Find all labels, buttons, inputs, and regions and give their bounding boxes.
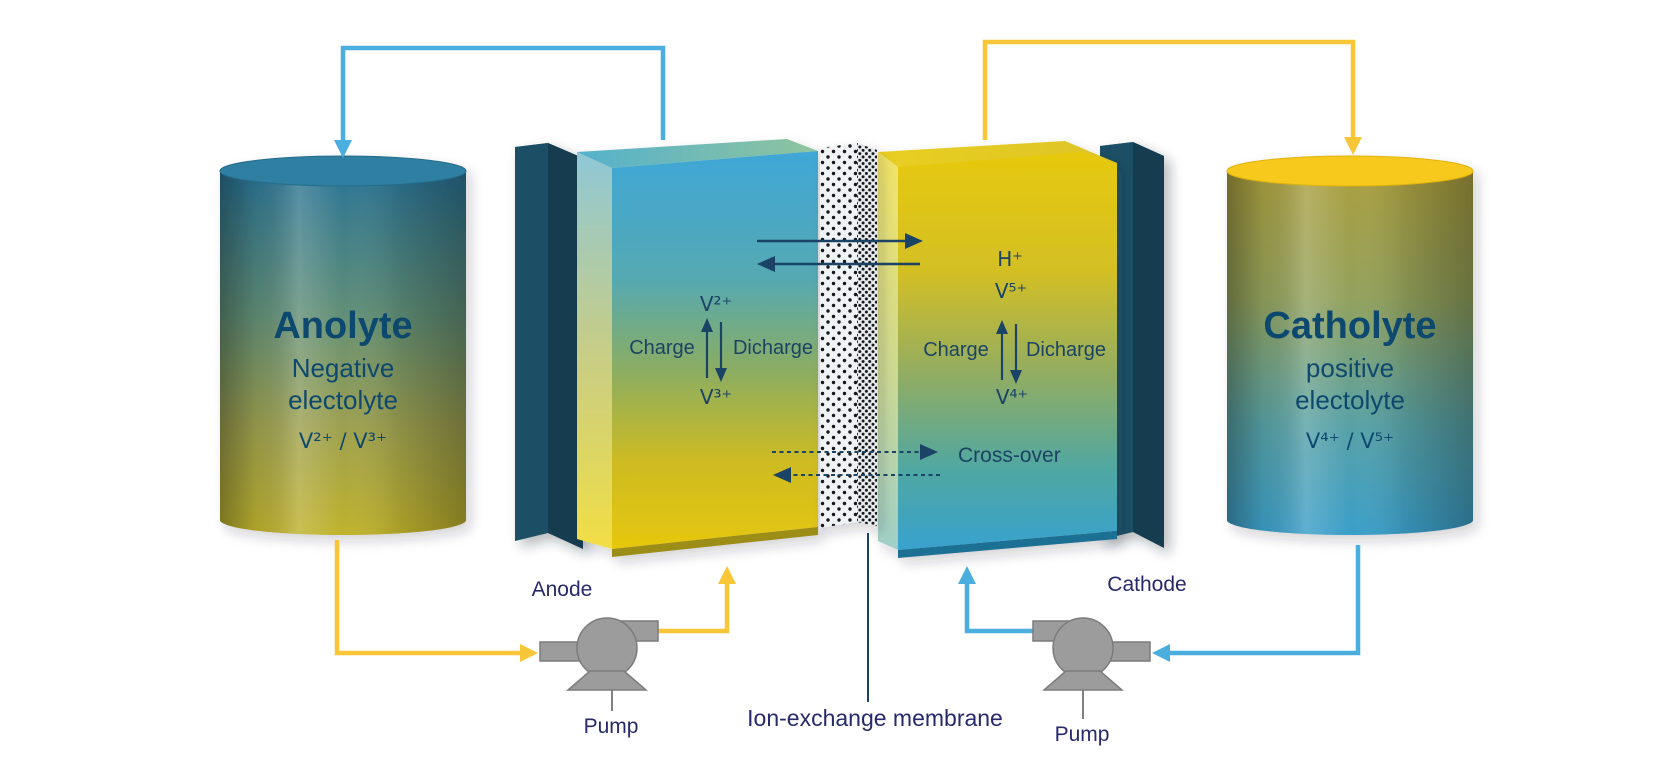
cathode-cell-front-face [898, 152, 1117, 550]
arrowhead-left-icon [773, 467, 791, 483]
anode-half-cell [577, 139, 818, 557]
anolyte-tank-lid [219, 155, 467, 187]
pump-right-body [1052, 617, 1114, 679]
cathode-ion-bottom: V⁴⁺ [996, 385, 1028, 409]
anolyte-subtitle-1: Negative [292, 353, 395, 383]
anolyte-title: Anolyte [273, 305, 412, 347]
ion-exchange-membrane [820, 143, 877, 528]
pipe-yellow-pump-to-cell [658, 580, 730, 634]
cathode-cell-bottom-face [898, 531, 1117, 558]
pipe-blue-cell-to-anolyte [334, 45, 666, 158]
cathode-cell-side-face [878, 152, 898, 550]
cathode-ion-top: V⁵⁺ [995, 279, 1027, 303]
pump-right-base [1041, 670, 1125, 691]
pipe-yellow-bottom-run [334, 540, 522, 656]
anode-plate-front-face [515, 143, 548, 541]
pipe-yellow-cell-to-catholyte [982, 39, 1362, 155]
arrowhead-right-icon [520, 644, 538, 662]
catholyte-title: Catholyte [1263, 305, 1436, 347]
anode-electrode-plate [515, 143, 583, 549]
arrowhead-up-icon [958, 566, 976, 584]
pump-left-label: Pump [584, 715, 639, 738]
anode-label: Anode [532, 578, 593, 601]
cathode-charge-label: Charge [923, 339, 989, 361]
arrowhead-down-icon [334, 140, 352, 158]
catholyte-tank: Catholyte positive electolyte V⁴⁺ / V⁵⁺ [1226, 155, 1474, 535]
pipe-blue-catholyte-to-pump [958, 545, 1361, 662]
pipe-blue-pump-to-cell [964, 580, 1033, 634]
cathode-plate-side-face [1133, 142, 1164, 548]
catholyte-subtitle-1: positive [1306, 353, 1394, 383]
membrane-front-face [820, 143, 857, 528]
pipe-yellow-anolyte-to-pump [334, 540, 736, 662]
anode-cell-front-face [612, 151, 818, 549]
pipe-blue-bottom-run [1168, 545, 1361, 656]
catholyte-subtitle-2: electolyte [1295, 385, 1405, 415]
pipe-yellow-top-run [982, 39, 1356, 141]
anode-cell-top-face [577, 139, 818, 168]
pipe-blue-top-run [340, 45, 666, 144]
pump-right-label: Pump [1055, 723, 1110, 746]
cathode-proton-label: H⁺ [997, 247, 1023, 271]
anolyte-tank-shading [220, 171, 466, 535]
arrowhead-up-icon [718, 566, 736, 584]
anode-reaction: V²⁺ Charge Dicharge V³⁺ [629, 292, 813, 409]
cathode-label: Cathode [1107, 573, 1186, 596]
anolyte-tank: Anolyte Negative electolyte V²⁺ / V³⁺ [219, 155, 467, 535]
catholyte-ions: V⁴⁺ / V⁵⁺ [1306, 429, 1394, 453]
anode-ion-bottom: V³⁺ [700, 385, 732, 409]
arrowhead-right-icon [905, 233, 923, 249]
anode-cell-side-face [577, 152, 612, 549]
arrowhead-left-icon [757, 256, 775, 272]
crossover-label: Cross-over [958, 444, 1061, 467]
arrowhead-up-icon [701, 318, 713, 332]
anode-ion-top: V²⁺ [700, 292, 732, 316]
membrane-side-face [857, 143, 877, 526]
anode-discharge-label: Dicharge [733, 337, 813, 359]
pump-left-icon [539, 617, 659, 691]
membrane-label: Ion-exchange membrane [747, 705, 1003, 731]
anode-cell-bottom-face [612, 527, 818, 557]
arrowhead-down-icon [1344, 137, 1362, 155]
catholyte-tank-lid [1226, 155, 1474, 187]
pump-right-icon [1032, 617, 1151, 691]
pump-left-body [576, 617, 638, 679]
arrowhead-down-icon [1010, 370, 1022, 384]
anode-plate-side-face [548, 143, 583, 549]
cathode-half-cell [878, 141, 1117, 558]
pump-left-base [565, 670, 649, 691]
crossover-arrows [772, 444, 940, 483]
anolyte-subtitle-2: electolyte [288, 385, 398, 415]
anode-charge-label: Charge [629, 337, 695, 359]
catholyte-tank-shading [1227, 171, 1473, 535]
arrowhead-down-icon [715, 368, 727, 382]
arrowhead-right-icon [920, 444, 938, 460]
cathode-reaction: H⁺ V⁵⁺ Charge Dicharge V⁴⁺ [923, 247, 1106, 409]
cathode-discharge-label: Dicharge [1026, 339, 1106, 361]
arrowhead-up-icon [996, 320, 1008, 334]
anolyte-ions: V²⁺ / V³⁺ [299, 429, 387, 453]
proton-transport-arrows [757, 233, 923, 272]
arrowhead-left-icon [1152, 644, 1170, 662]
